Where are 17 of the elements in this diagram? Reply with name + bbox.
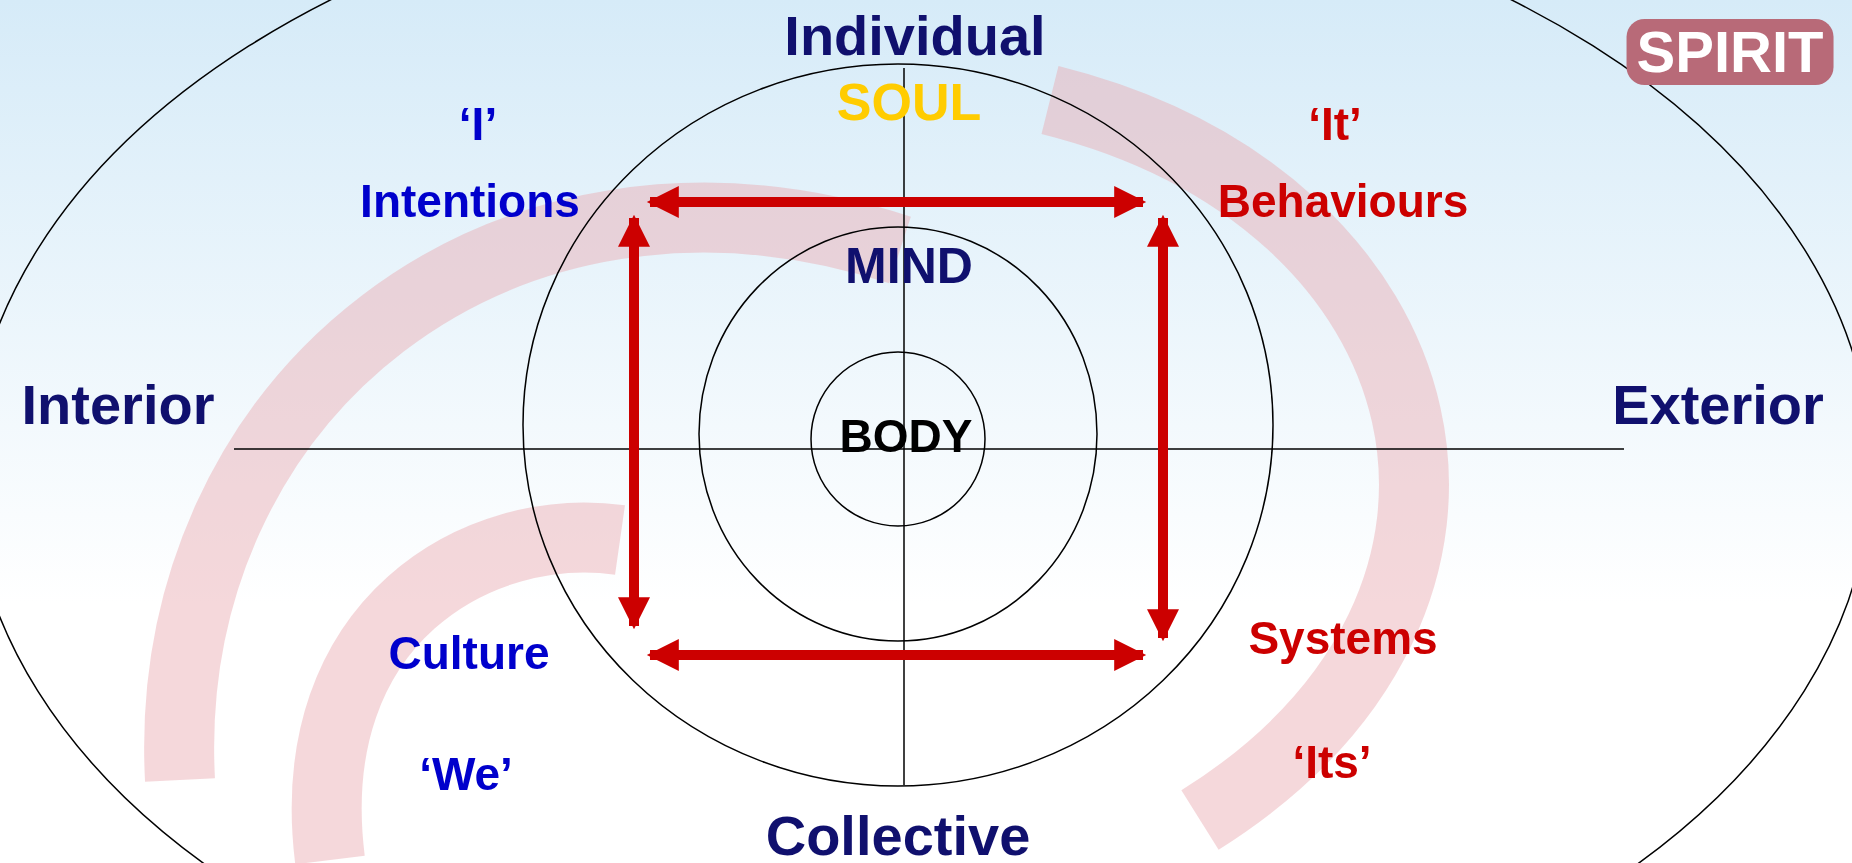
quadrant-label: Culture (388, 630, 550, 676)
quadrant-pronoun: ‘Its’ (1292, 739, 1372, 785)
quadrant-pronoun: ‘It’ (1308, 101, 1362, 147)
axis-label: Exterior (1612, 377, 1824, 433)
double-arrow (646, 639, 1147, 671)
axis-label: Collective (765, 808, 1031, 863)
quadrant-pronoun: ‘We’ (419, 751, 513, 797)
quadrant-label: Intentions (360, 178, 580, 224)
double-arrow (1147, 214, 1179, 642)
region-label: SPIRIT (1626, 19, 1834, 85)
axis-label: Interior (21, 377, 215, 433)
quadrant-pronoun: ‘I’ (458, 101, 498, 147)
double-arrow (618, 214, 650, 630)
circle-region (698, 226, 1098, 642)
quadrant-label: Behaviours (1217, 178, 1469, 224)
axis-label: Individual (784, 8, 1046, 64)
double-arrow (646, 186, 1147, 218)
